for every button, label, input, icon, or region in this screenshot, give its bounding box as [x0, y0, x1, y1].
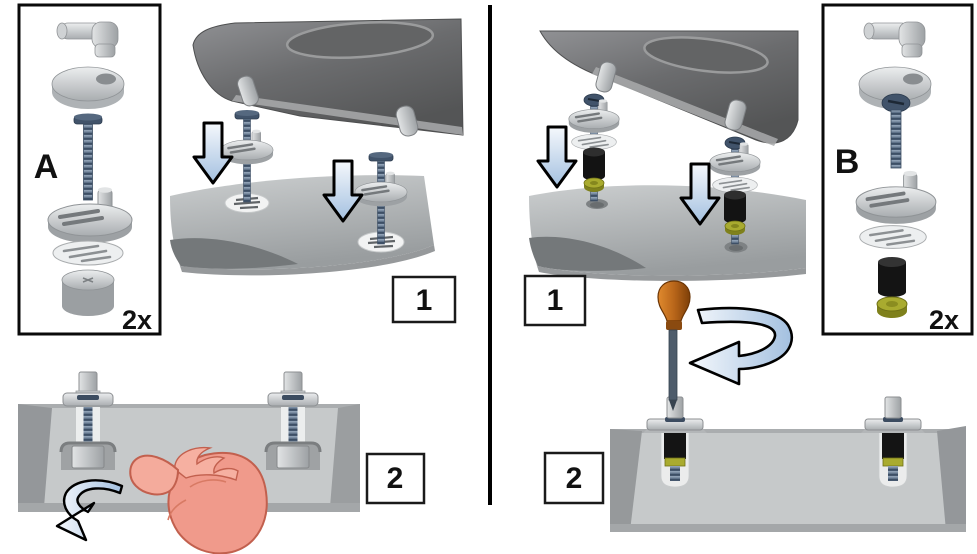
- down-arrow-icon: [536, 125, 578, 189]
- seat-lid: [192, 18, 464, 137]
- step-number: 1: [416, 284, 433, 317]
- step-badge-b1: 1: [523, 274, 587, 327]
- step-badge-a2: 2: [365, 452, 426, 505]
- elbow-hinge-pin-icon: [863, 21, 926, 58]
- screwdriver-icon: [657, 280, 691, 411]
- step-badge-b2: 2: [543, 451, 605, 505]
- rubber-expansion-sleeve-icon: [878, 257, 906, 297]
- kit-b-quantity: 2x: [929, 305, 959, 335]
- method-a-step1-panel: 1: [170, 18, 464, 324]
- t-head-bolt-icon: [73, 113, 103, 201]
- method-b-step1-panel: 1: [523, 30, 806, 327]
- lid-hinge-lug: [595, 61, 617, 93]
- method-a-step2-panel: 2: [18, 370, 426, 554]
- blind-cap-icon: [61, 269, 115, 316]
- step-number: 1: [547, 284, 564, 317]
- expansion-bolt-assembly-b: [569, 94, 619, 201]
- brass-ring-icon: [876, 296, 908, 318]
- kit-box-b: B 2x: [821, 3, 974, 336]
- step-number: 2: [566, 462, 583, 495]
- kit-a-label: A: [34, 148, 59, 186]
- slotted-washer-plate-icon: [858, 224, 928, 250]
- slotted-washer-plate-icon: [51, 239, 125, 267]
- step-badge-a1: 1: [391, 275, 457, 324]
- kit-box-a: A 2x: [17, 3, 162, 336]
- kit-a-quantity: 2x: [122, 305, 152, 335]
- rotate-arrow-icon: [55, 479, 124, 542]
- lid-hinge-lug: [724, 99, 747, 131]
- column-divider: [488, 5, 492, 505]
- kit-b-label: B: [835, 143, 860, 181]
- lid-hinge-lug: [395, 105, 419, 137]
- hand-icon: [129, 446, 268, 554]
- toilet-bowl: [529, 185, 806, 281]
- lid-hinge-lug: [237, 75, 259, 107]
- seat-lid: [539, 30, 799, 146]
- cover-cap-icon: [51, 66, 125, 109]
- slotted-screw-icon: [881, 93, 911, 169]
- rotate-arrow-icon: [688, 306, 793, 386]
- elbow-hinge-pin-icon: [56, 21, 119, 58]
- method-b-step2-panel: 2: [543, 280, 966, 532]
- step-number: 2: [387, 462, 404, 495]
